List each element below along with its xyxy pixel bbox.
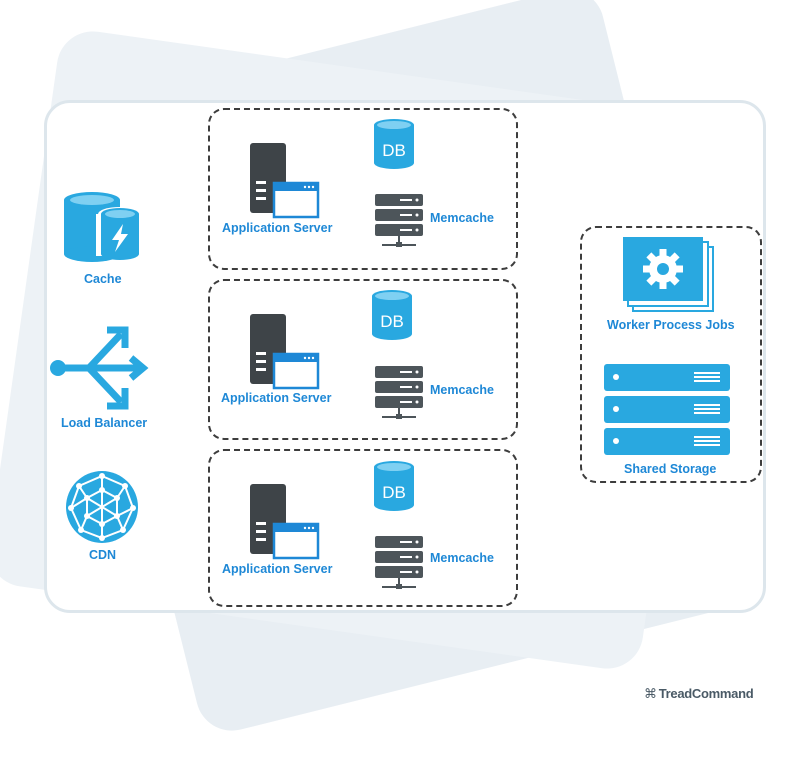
gear-stack-icon (623, 237, 714, 312)
memcache-label: Memcache (430, 383, 494, 397)
cdn-label: CDN (89, 548, 117, 562)
shared-storage-label: Shared Storage (624, 462, 717, 476)
application-server-icon (250, 143, 320, 219)
memcache-server-icon (375, 366, 423, 419)
server-group (208, 279, 518, 440)
worker-process-jobs-label: Worker Process Jobs (607, 318, 735, 332)
globe-network-icon (66, 471, 138, 543)
memcache-server-icon (375, 194, 423, 247)
database-icon: DB (374, 461, 414, 511)
diagram-panel (44, 100, 766, 613)
worker-storage-group (580, 226, 762, 483)
db-label: DB (380, 312, 404, 331)
brand-name: TreadCommand (658, 686, 754, 701)
database-icon: DB (372, 290, 412, 340)
cache-label: Cache (84, 272, 122, 286)
application-server-icon (250, 484, 320, 560)
db-label: DB (382, 483, 406, 502)
database-icon: DB (374, 119, 414, 169)
memcache-label: Memcache (430, 551, 494, 565)
load-balancer-icon (50, 326, 149, 410)
application-server-label: Application Server (222, 221, 333, 235)
load-balancer-label: Load Balancer (61, 416, 148, 430)
db-label: DB (382, 141, 406, 160)
brand-glyph-icon: ⌘ (644, 686, 657, 701)
brand-logo: ⌘TreadCommand (644, 686, 754, 702)
memcache-server-icon (375, 536, 423, 589)
memcache-label: Memcache (430, 211, 494, 225)
application-server-label: Application Server (222, 562, 333, 576)
application-server-icon (250, 314, 320, 390)
application-server-label: Application Server (221, 391, 332, 405)
shared-storage-icon (604, 364, 730, 455)
server-group (208, 449, 518, 607)
cache-icon (64, 192, 144, 262)
server-group (208, 108, 518, 270)
